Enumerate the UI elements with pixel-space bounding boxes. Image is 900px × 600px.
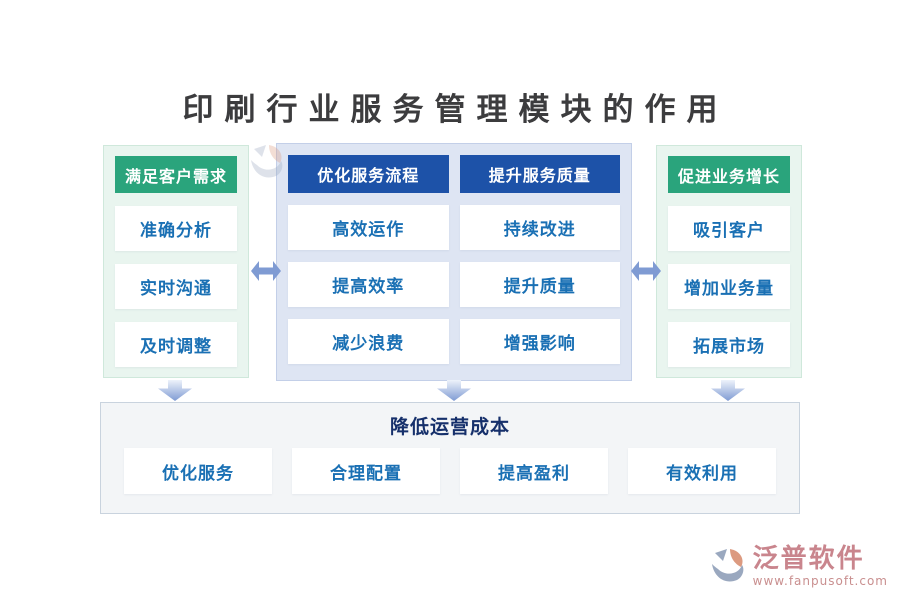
list-item: 准确分析 [115, 206, 237, 251]
down-arrow-icon [711, 380, 745, 401]
panel-header-customer-needs: 满足客户需求 [115, 156, 237, 193]
list-item: 有效利用 [628, 448, 776, 494]
list-item: 实时沟通 [115, 264, 237, 309]
list-item: 优化服务 [124, 448, 272, 494]
list-item: 持续改进 [459, 205, 620, 250]
list-item: 提高盈利 [460, 448, 608, 494]
list-item: 吸引客户 [668, 206, 790, 251]
fanpu-logo-icon [708, 546, 748, 590]
down-arrow-icon [158, 380, 192, 401]
list-item: 提高效率 [288, 262, 449, 307]
page-title: 印刷行业服务管理模块的作用 [182, 92, 729, 128]
column-improve-quality: 提升服务质量 持续改进 提升质量 增强影响 [459, 155, 620, 369]
bottom-cards-row: 优化服务 合理配置 提高盈利 有效利用 [101, 448, 799, 494]
list-item: 及时调整 [115, 322, 237, 367]
list-item: 增加业务量 [668, 264, 790, 309]
panel-service-core: 优化服务流程 高效运作 提高效率 减少浪费 提升服务质量 持续改进 提升质量 增… [276, 143, 632, 381]
list-item: 增强影响 [459, 319, 620, 364]
list-item: 提升质量 [459, 262, 620, 307]
footer-brand: 泛普软件 www.fanpusoft.com [708, 544, 888, 590]
panel-business-growth: 促进业务增长 吸引客户 增加业务量 拓展市场 [656, 145, 802, 378]
panel-reduce-cost: 降低运营成本 优化服务 合理配置 提高盈利 有效利用 [100, 402, 800, 514]
column-optimize-process: 优化服务流程 高效运作 提高效率 减少浪费 [288, 155, 449, 369]
panel-header-improve-quality: 提升服务质量 [459, 155, 620, 193]
double-arrow-icon [631, 260, 661, 282]
down-arrow-icon [437, 380, 471, 401]
list-item: 拓展市场 [668, 322, 790, 367]
list-item: 高效运作 [288, 205, 449, 250]
list-item: 减少浪费 [288, 319, 449, 364]
brand-name: 泛普软件 [752, 544, 865, 574]
panel-header-optimize-process: 优化服务流程 [288, 155, 449, 193]
brand-url: www.fanpusoft.com [752, 574, 888, 589]
panel-header-business-growth: 促进业务增长 [668, 156, 790, 193]
panel-header-reduce-cost: 降低运营成本 [389, 416, 510, 438]
list-item: 合理配置 [292, 448, 440, 494]
panel-customer-needs: 满足客户需求 准确分析 实时沟通 及时调整 [103, 145, 249, 378]
double-arrow-icon [251, 260, 281, 282]
